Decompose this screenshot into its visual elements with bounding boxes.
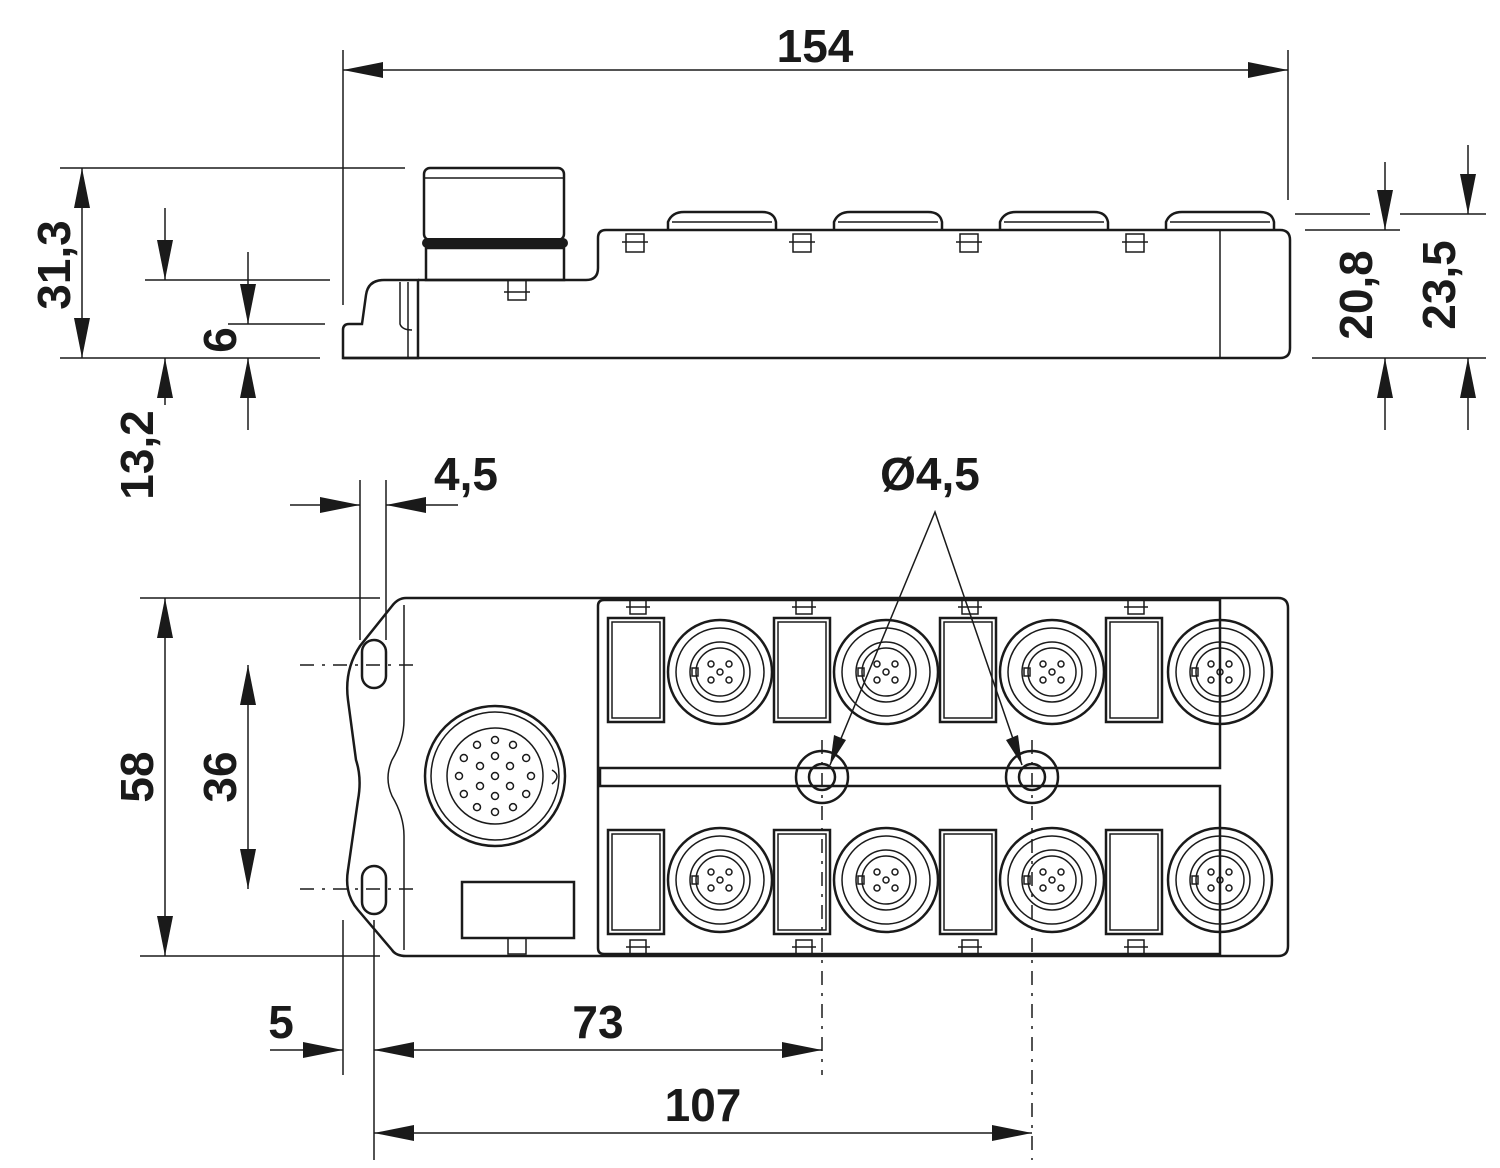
mounting-slot-bottom [360, 864, 388, 916]
port-section-frame [596, 598, 1222, 956]
connector-pin [505, 761, 515, 771]
side-main-connector [422, 166, 568, 301]
sensor-port-3 [998, 618, 1106, 726]
sensor-port-6 [832, 826, 940, 934]
side-port-caps [666, 210, 1276, 230]
connector-pin [521, 753, 531, 763]
side-body-outline [341, 278, 420, 360]
connector-pin [490, 751, 500, 761]
connector-pin [508, 802, 518, 812]
connector-pin [521, 789, 531, 799]
connector-pin [490, 771, 500, 781]
main-connector-pins [454, 735, 536, 817]
dim-overall-height: 31,3 [28, 220, 80, 310]
dim-overall-length: 154 [777, 20, 854, 72]
dim-slot-offset: 4,5 [434, 448, 498, 500]
sensor-port-4 [1166, 618, 1274, 726]
port-label-slot [606, 828, 666, 955]
dim-body-height: 20,8 [1330, 250, 1382, 340]
main-connector-top [423, 704, 567, 848]
sensor-port-1 [666, 618, 774, 726]
port-label-slot [772, 599, 832, 724]
dim-hole-spacing: 36 [194, 751, 246, 802]
top-view: 4,5 Ø4,5 58 36 5 73 107 [111, 448, 1290, 1160]
connector-pin [526, 771, 536, 781]
port-label-slot [1104, 828, 1164, 955]
side-clips [622, 233, 1148, 253]
port-label-slot [772, 828, 832, 955]
connector-pin [508, 740, 518, 750]
connector-pin [459, 789, 469, 799]
connector-pin [472, 802, 482, 812]
connector-pin [475, 781, 485, 791]
port-label-slot [938, 599, 998, 724]
dim-first-hole-position: 73 [572, 996, 623, 1048]
connector-pin [490, 791, 500, 801]
dim-second-hole-position: 107 [665, 1079, 742, 1131]
connector-pin [490, 735, 500, 745]
label-slot [460, 880, 576, 940]
dim-edge-offset: 5 [268, 996, 294, 1048]
dim-body-height-with-cap: 23,5 [1413, 240, 1465, 330]
sensor-port-8 [1166, 826, 1274, 934]
dim-hole-diameter: Ø4,5 [880, 448, 980, 500]
port-label-slot [1104, 599, 1164, 724]
side-view: 154 31,3 13,2 6 20,8 23,5 [28, 20, 1486, 500]
dim-width: 58 [111, 751, 163, 802]
port-label-slot [938, 828, 998, 955]
connector-pin [459, 753, 469, 763]
mounting-slot-top [360, 638, 388, 690]
connector-pin [454, 771, 464, 781]
sensor-ports [606, 599, 1274, 955]
dim-flange-height: 6 [194, 327, 246, 353]
connector-pin [505, 781, 515, 791]
top-body-outline [345, 596, 1290, 958]
dim-base-height: 13,2 [111, 410, 163, 500]
sensor-port-7 [998, 826, 1106, 934]
sensor-port-2 [832, 618, 940, 726]
diameter-leader [829, 509, 1023, 766]
port-label-slot [606, 599, 666, 724]
sensor-port-5 [666, 826, 774, 934]
connector-pin [472, 740, 482, 750]
connector-pin [475, 761, 485, 771]
connector-pin [490, 807, 500, 817]
